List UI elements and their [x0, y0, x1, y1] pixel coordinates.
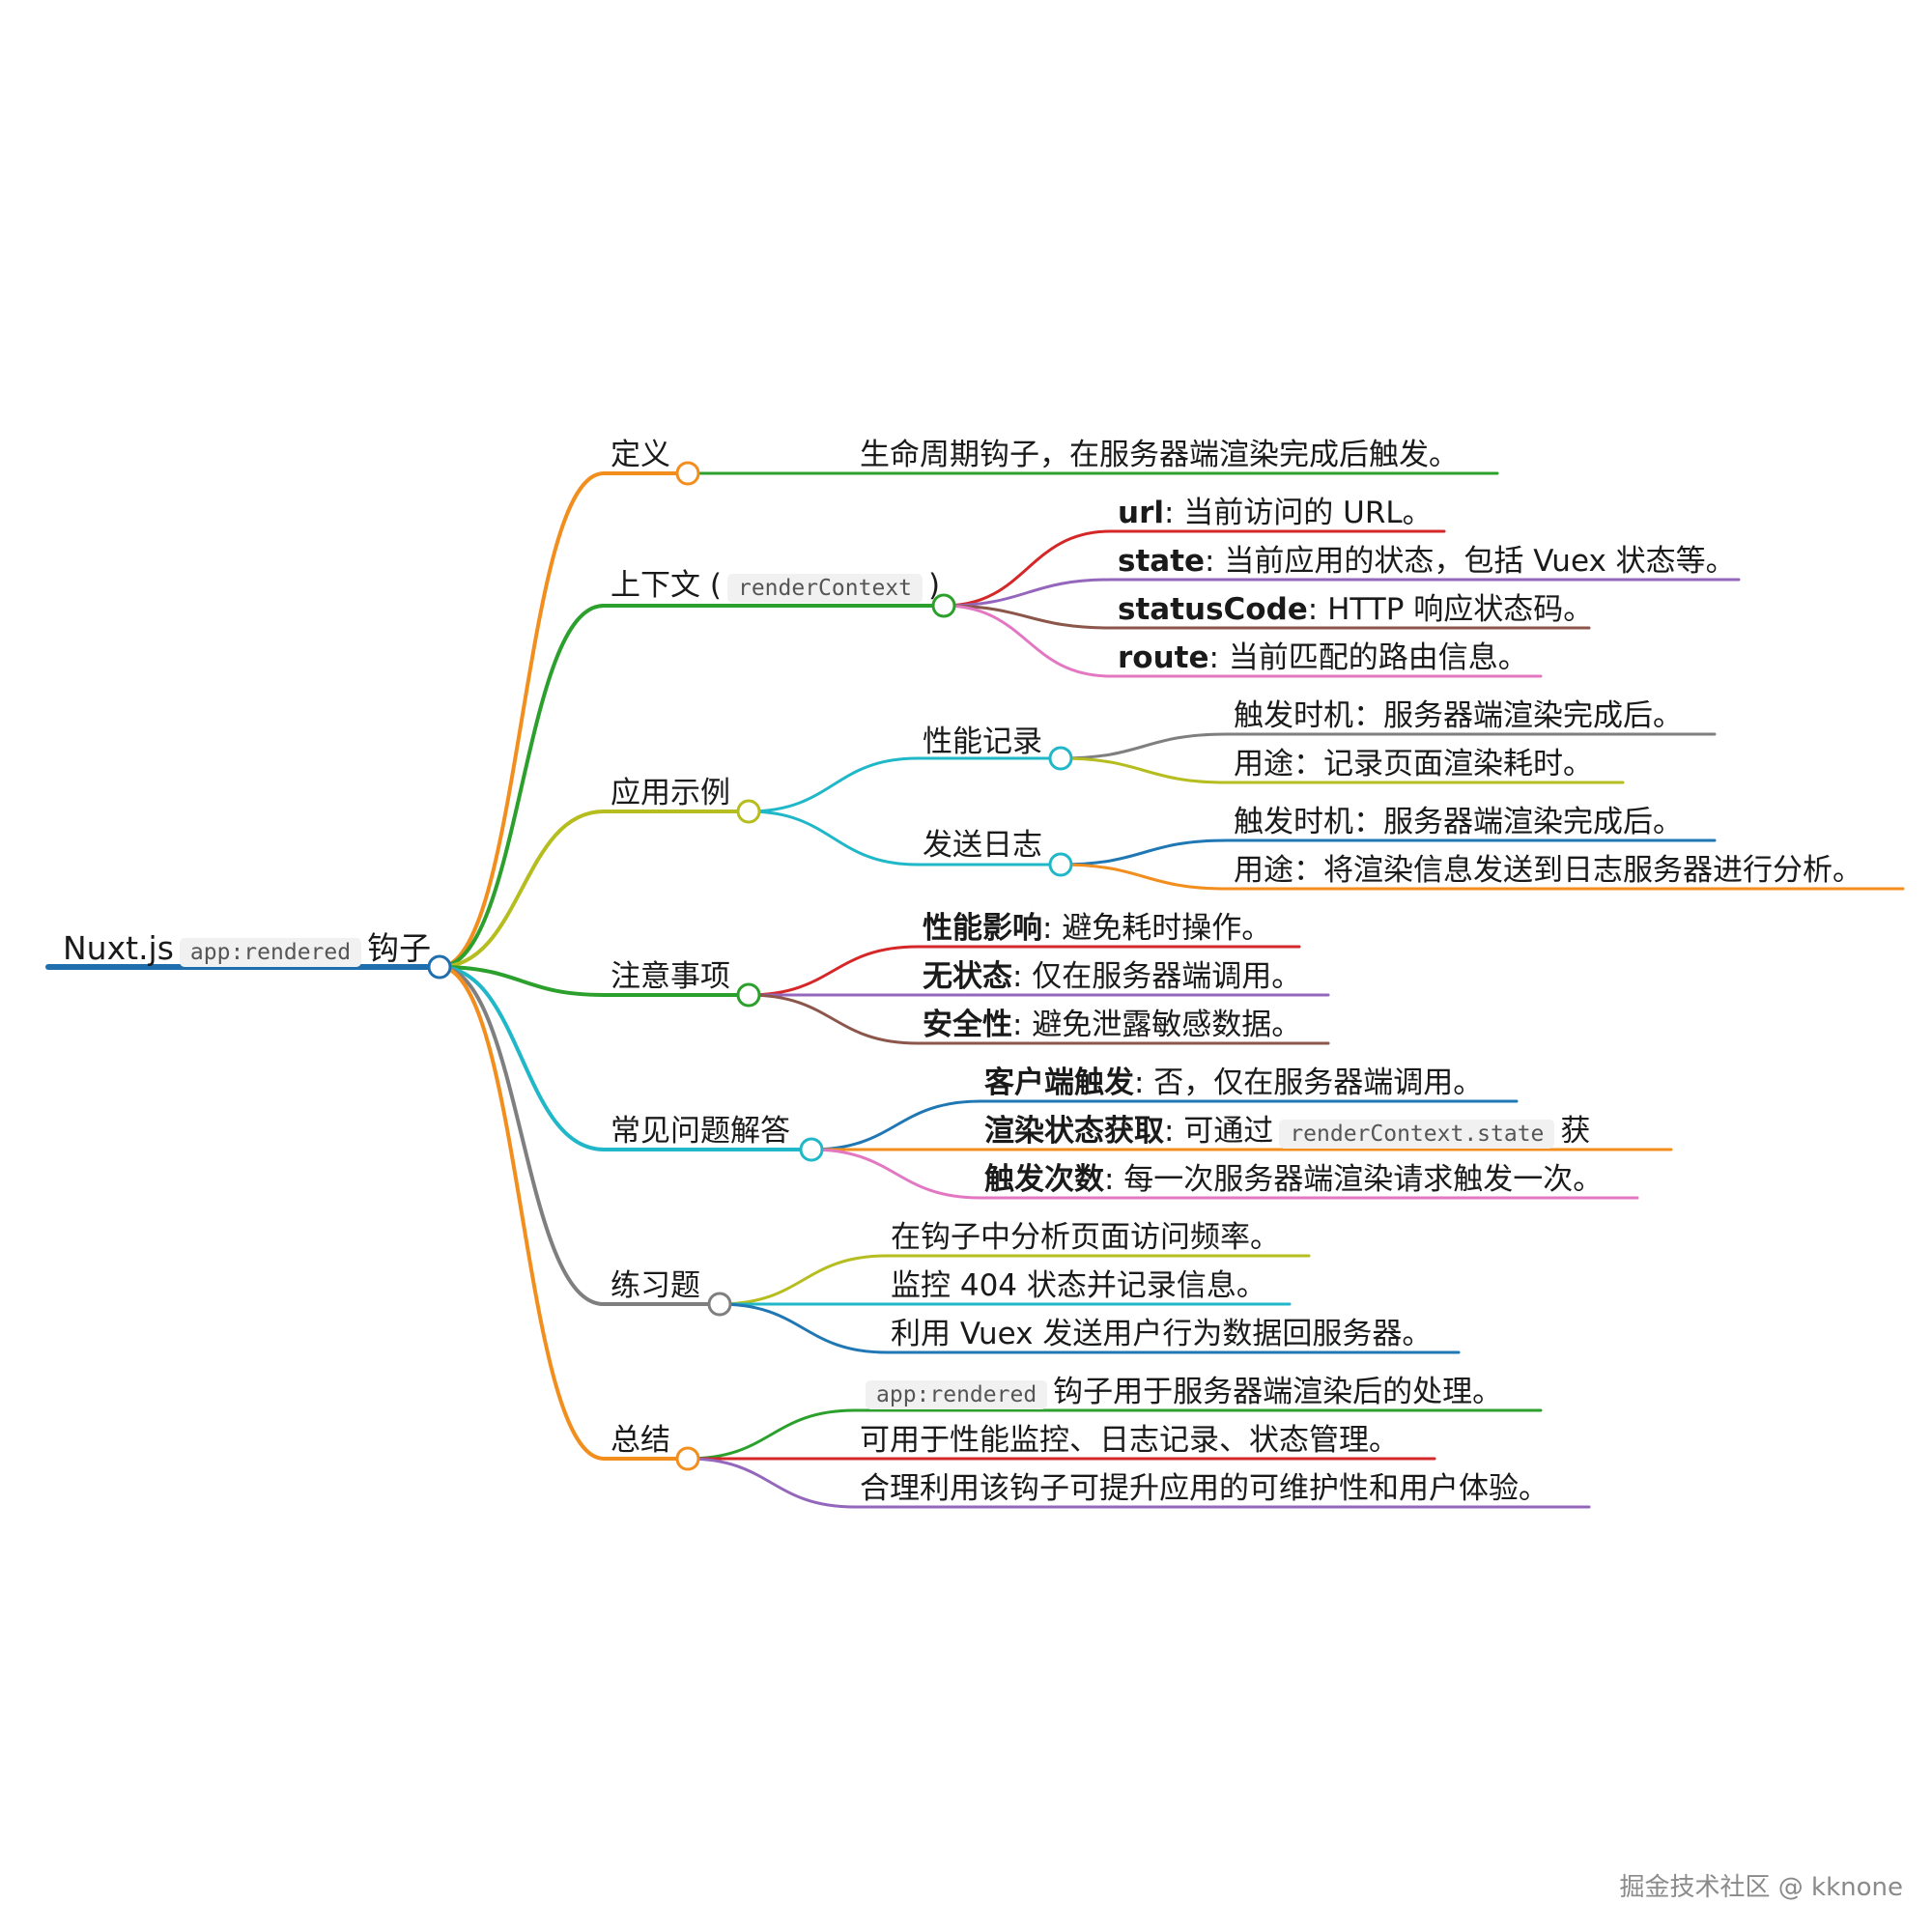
leaf-connector-exercises-2 [718, 1302, 889, 1354]
examples-sub-performance-item: 触发时机：服务器端渲染完成后。 [1234, 698, 1683, 733]
exercises-item: 在钩子中分析页面访问频率。 [891, 1220, 1280, 1255]
sub-connector-log [747, 810, 920, 867]
node-summary [675, 1446, 700, 1471]
root-node [427, 954, 452, 980]
examples-sub-log-item: 用途：将渲染信息发送到日志服务器进行分析。 [1234, 853, 1862, 888]
branch-exercises-label: 练习题 [611, 1268, 700, 1303]
branch-context-label: 上下文 (renderContext) [611, 566, 940, 608]
examples-sub-performance: 性能记录 [923, 724, 1042, 759]
node-context [931, 593, 956, 618]
faq-code: renderContext.state [1279, 1120, 1555, 1149]
connector-definition [438, 471, 606, 969]
summary-code: app:rendered [866, 1380, 1048, 1409]
connector-summary [438, 965, 606, 1461]
context-item-state: state: 当前应用的状态，包括 Vuex 状态等。 [1118, 542, 1736, 581]
leaf-connector-log-1 [1059, 863, 1229, 891]
context-key: state [1118, 544, 1206, 579]
context-paren-open: ( [709, 568, 722, 603]
faq-key: 客户端触发 [984, 1065, 1134, 1100]
notes-item: 无状态: 仅在服务器端调用。 [923, 957, 1301, 996]
summary-item: 可用于性能监控、日志记录、状态管理。 [860, 1423, 1399, 1458]
definition-item: 生命周期钩子，在服务器端渲染完成后触发。 [860, 438, 1459, 472]
context-label-text: 上下文 [611, 568, 700, 603]
context-key: route [1118, 640, 1209, 675]
faq-text: : 否，仅在服务器端调用。 [1134, 1065, 1484, 1100]
notes-key: 性能影响 [923, 911, 1042, 946]
leaf-connector-context-1 [942, 578, 1113, 608]
leaf-connector-context-3 [942, 604, 1113, 678]
context-key: statusCode [1118, 592, 1308, 627]
branch-notes-label: 注意事项 [611, 959, 730, 994]
connector-context [438, 604, 606, 969]
notes-key: 安全性 [923, 1008, 1012, 1042]
context-text: : HTTP 响应状态码。 [1307, 592, 1594, 627]
notes-text: : 仅在服务器端调用。 [1012, 959, 1302, 994]
connector-notes [438, 965, 606, 997]
faq-item: 触发次数: 每一次服务器端渲染请求触发一次。 [984, 1160, 1603, 1199]
connector-examples [438, 810, 606, 969]
context-item-statuscode: statusCode: HTTP 响应状态码。 [1118, 590, 1593, 629]
faq-text: : 可通过 [1164, 1114, 1274, 1149]
examples-sub-log: 发送日志 [923, 828, 1042, 863]
notes-item: 安全性: 避免泄露敏感数据。 [923, 1006, 1301, 1044]
notes-key: 无状态 [923, 959, 1012, 994]
leaf-connector-performance-1 [1059, 756, 1229, 784]
node-exercises [707, 1292, 732, 1317]
leaf-connector-notes-2 [747, 993, 920, 1045]
leaf-connector-notes-0 [747, 945, 920, 997]
context-code: renderContext [726, 574, 923, 603]
node-log [1048, 852, 1073, 877]
notes-text: : 避免泄露敏感数据。 [1012, 1008, 1302, 1042]
branch-summary-label: 总结 [611, 1423, 670, 1458]
context-item-route: route: 当前匹配的路由信息。 [1118, 639, 1528, 677]
node-notes [736, 982, 761, 1008]
leaf-connector-performance-0 [1059, 732, 1229, 760]
exercises-item: 利用 Vuex 发送用户行为数据回服务器。 [891, 1317, 1433, 1351]
leaf-connector-faq-0 [810, 1099, 982, 1151]
summary-item: 合理利用该钩子可提升应用的可维护性和用户体验。 [860, 1471, 1548, 1506]
examples-sub-performance-item: 用途：记录页面渲染耗时。 [1234, 747, 1593, 781]
sub-connector-performance [747, 756, 920, 813]
summary-text: 钩子用于服务器端渲染后的处理。 [1053, 1375, 1503, 1409]
context-text: : 当前应用的状态，包括 Vuex 状态等。 [1205, 544, 1736, 579]
faq-item: 客户端触发: 否，仅在服务器端调用。 [984, 1064, 1483, 1102]
exercises-item: 监控 404 状态并记录信息。 [891, 1268, 1266, 1303]
notes-item: 性能影响: 避免耗时操作。 [923, 909, 1271, 948]
context-text: : 当前访问的 URL。 [1163, 496, 1433, 530]
branch-faq-label: 常见问题解答 [611, 1114, 790, 1149]
leaf-connector-faq-2 [810, 1148, 982, 1200]
connector-exercises [438, 965, 606, 1306]
faq-tail: 获 [1560, 1114, 1591, 1149]
watermark: 掘金技术社区 @ kknone [1619, 1873, 1903, 1902]
leaf-connector-summary-2 [686, 1457, 857, 1509]
leaf-connector-exercises-0 [718, 1254, 889, 1306]
faq-text: : 每一次服务器端渲染请求触发一次。 [1104, 1162, 1604, 1197]
node-definition [675, 461, 700, 486]
leaf-connector-summary-0 [686, 1408, 857, 1461]
node-performance [1048, 746, 1073, 771]
branch-definition-label: 定义 [611, 438, 670, 472]
root-prefix: Nuxt.js [63, 929, 174, 967]
node-examples [736, 799, 761, 824]
node-faq [799, 1137, 824, 1162]
faq-key: 触发次数 [984, 1162, 1104, 1197]
root-suffix: 钩子 [367, 929, 432, 967]
context-text: : 当前匹配的路由信息。 [1208, 640, 1528, 675]
context-key: url [1118, 496, 1164, 530]
examples-sub-log-item: 触发时机：服务器端渲染完成后。 [1234, 805, 1683, 839]
leaf-connector-log-0 [1059, 838, 1229, 867]
context-paren-close: ) [927, 568, 941, 603]
root-code: app:rendered [179, 938, 362, 967]
leaf-connector-context-2 [942, 604, 1113, 630]
faq-key: 渲染状态获取 [984, 1114, 1164, 1149]
branch-examples-label: 应用示例 [611, 776, 730, 810]
connector-faq [438, 965, 606, 1151]
leaf-connector-context-0 [942, 529, 1113, 608]
context-item-url: url: 当前访问的 URL。 [1118, 494, 1433, 532]
notes-text: : 避免耗时操作。 [1042, 911, 1272, 946]
